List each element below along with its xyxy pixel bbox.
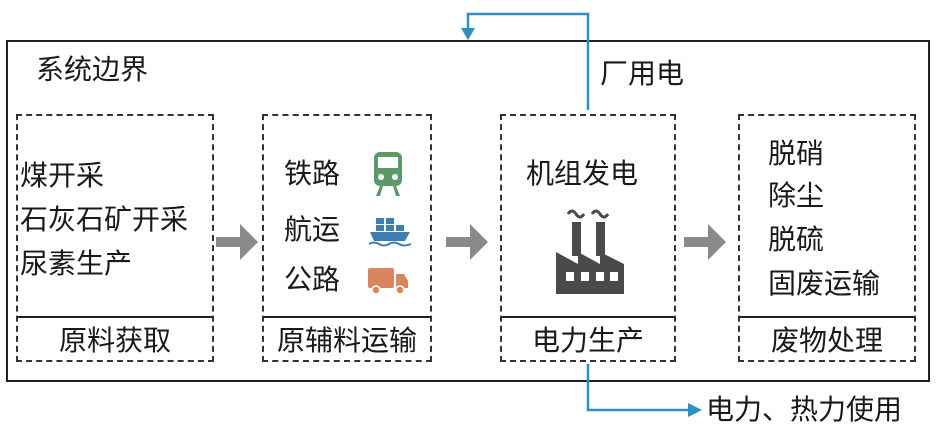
stage-item: 石灰石矿开采	[20, 203, 189, 236]
stage-item: 机组发电	[526, 157, 639, 190]
plant-electricity-arrowhead	[461, 28, 475, 40]
stage-item: 脱硫	[768, 223, 825, 256]
stage-title: 原料获取	[18, 316, 212, 360]
system-boundary-label: 系统边界	[36, 53, 149, 86]
stage-item: 除尘	[768, 179, 825, 212]
stage-item: 煤开采	[20, 159, 105, 192]
stage-title: 原辅料运输	[264, 316, 430, 360]
power-output-arrow	[586, 364, 690, 412]
stage-title: 废物处理	[740, 316, 914, 360]
stage-arrow-1	[216, 224, 258, 260]
stage-power: 机组发电 电力生产	[500, 114, 676, 362]
plant-electricity-arrow	[466, 12, 590, 110]
stage-title: 电力生产	[502, 316, 674, 360]
stage-arrow-2	[446, 224, 488, 260]
stage-item: 固废运输	[768, 267, 881, 300]
stage-item: 公路	[284, 263, 341, 296]
stage-waste: 脱硝 除尘 脱硫 固废运输 废物处理	[738, 114, 916, 362]
power-output-label: 电力、热力使用	[706, 393, 903, 426]
plant-electricity-label: 厂用电	[600, 57, 685, 90]
factory-icon	[556, 209, 624, 294]
stage-raw-material: 煤开采 石灰石矿开采 尿素生产 原料获取	[16, 114, 214, 362]
ship-icon	[368, 218, 412, 247]
stage-transport: 铁路 航运 公路 原辅料运输	[262, 114, 432, 362]
power-output-arrowhead	[688, 403, 702, 417]
system-boundary	[6, 40, 930, 382]
stage-item: 脱硝	[768, 137, 825, 170]
stage-item: 铁路	[284, 157, 341, 190]
stage-item: 尿素生产	[20, 247, 133, 280]
stage-item: 航运	[284, 213, 341, 246]
train-icon	[374, 152, 402, 196]
truck-icon	[368, 268, 408, 295]
stage-arrow-3	[684, 224, 726, 260]
